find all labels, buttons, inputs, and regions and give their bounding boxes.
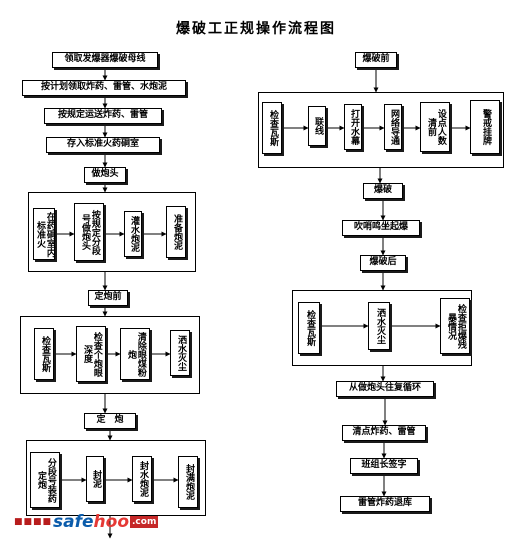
step-preblast-check-gas: 检查瓦斯: [262, 102, 282, 154]
step-open-water-curtain: 打开水幕: [344, 104, 362, 150]
step-check-gas: 检查瓦斯: [34, 328, 54, 380]
step-headcount: 设点人数清前: [420, 102, 450, 152]
node-after-blasting: 爆破后: [360, 255, 406, 271]
step-network-conduction: 网络导通: [384, 104, 402, 150]
node-before-blasting: 爆破前: [355, 52, 397, 68]
step-primer-at-chamber: 在药硐室内标准火: [33, 208, 55, 260]
step-load-charge: 分段号装药定炮: [30, 452, 60, 508]
group-postblast-steps: [292, 290, 472, 366]
step-postblast-spray: 洒水灭尘: [368, 302, 390, 350]
step-prepare-stemming: 准备炮泥: [166, 206, 186, 258]
node-charging: 定 炮: [84, 413, 136, 429]
step-connect-wires: 联线: [308, 106, 326, 146]
node-blasting: 爆破: [363, 183, 403, 199]
step-spray-water: 洒水灭尘: [170, 330, 190, 376]
step-postblast-check-gas: 检查瓦斯: [298, 302, 320, 354]
page-title: 爆破工正规操作流程图: [176, 21, 336, 37]
node-transport: 按规定运送炸药、雷管: [44, 108, 162, 124]
group-charging-steps: [26, 440, 206, 516]
step-seal-mud: 封泥: [86, 456, 104, 502]
group-precharge-steps: [20, 316, 200, 394]
step-clear-coal-dust: 清除眼煤粉炮: [120, 328, 150, 380]
node-whistle-detonate: 吹哨鸣坐起爆: [342, 220, 420, 236]
step-fill-water-stem: 灌水炮泥: [124, 211, 142, 257]
step-seal-full-stem: 封满炮泥: [178, 456, 198, 508]
watermark-logo: ■■■■ safe hoo .com: [14, 512, 159, 532]
group-primer-steps: [28, 192, 196, 272]
step-seal-water-stem: 封水炮泥: [132, 456, 152, 502]
node-count-explosives: 清点炸药、雷管: [342, 425, 426, 441]
node-collect-explosives: 按计划领取炸药、雷管、水炮泥: [22, 80, 186, 96]
node-return-storage: 雷管炸药退库: [340, 496, 430, 512]
step-check-hole-depth: 检查个炮眼深度: [76, 326, 106, 382]
step-check-misfire: 检查拒爆残暴情况: [440, 298, 470, 354]
node-collect-detonator: 领取发爆器爆破母线: [52, 52, 158, 68]
step-guard-signs: 警戒挂牌: [470, 100, 500, 154]
node-store: 存入标准火药硐室: [46, 137, 160, 153]
node-leader-sign: 班组长签字: [350, 458, 418, 474]
node-make-primer: 做炮头: [84, 167, 126, 183]
group-preblast-steps: [258, 92, 504, 168]
node-loop-back: 从做炮头往复循环: [336, 381, 434, 397]
node-before-charging: 定炮前: [88, 290, 128, 306]
step-primer-by-segment: 按规定分段号做炮头: [74, 203, 104, 261]
